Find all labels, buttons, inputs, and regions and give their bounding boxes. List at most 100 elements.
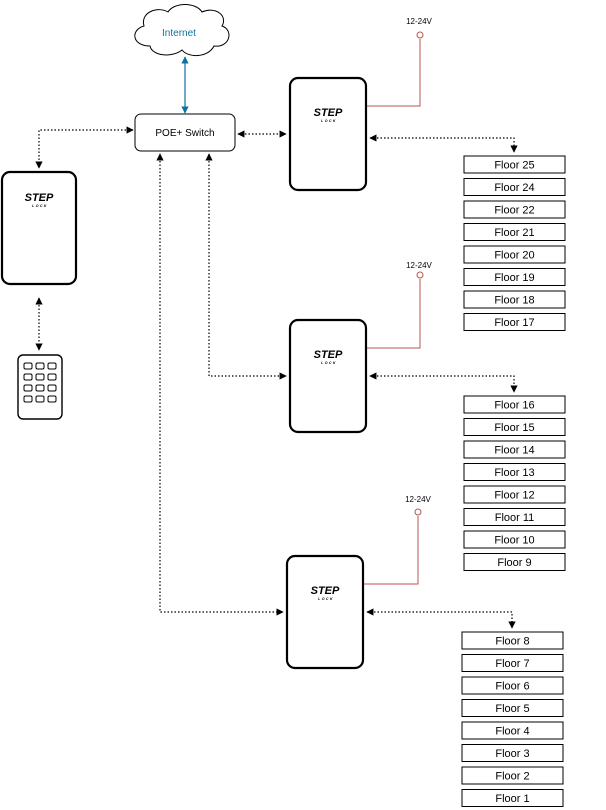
floor-label: Floor 22 [494,205,534,217]
floor-relay: Floor 18 [463,290,566,309]
floor-relay: Floor 22 [463,200,566,219]
power-terminal-icon [416,271,424,279]
voltage-label: 12-24V [406,261,432,270]
floor-box [461,766,564,785]
floor-box [461,654,564,672]
floor-box [463,155,566,174]
floor-box [463,418,566,436]
floor-relay: Floor 21 [463,223,566,241]
floor-label: Floor 14 [494,445,534,457]
power-terminal-icon [414,508,422,516]
floor-relay: Floor 10 [463,530,566,549]
internet-cloud: Internet [134,4,230,56]
floor-relay: Floor 6 [461,676,564,695]
floor-label: Floor 11 [495,512,535,524]
poe-switch: POE+ Switch [134,113,236,152]
floor-label: Floor 6 [495,681,529,693]
cloud-icon [134,4,230,56]
floor-box [461,676,564,695]
floor-box [463,530,566,549]
floor-relay: Floor 9 [463,553,566,571]
floor-label: Floor 2 [495,771,529,783]
floor-box [461,721,564,740]
floor-relay: Floor 3 [461,744,564,762]
floor-box [463,508,566,526]
internet-label: Internet [162,28,196,39]
switch-reader-link [35,126,134,169]
floor-relay: Floor 7 [461,654,564,672]
floor-box [463,223,566,241]
controller-logo-sub: LOCK [318,597,334,601]
switch-controller-3-link [156,153,284,616]
floor-relay: Floor 11 [463,508,566,526]
floor-relay: Floor 12 [463,485,566,504]
floor-label: Floor 13 [494,467,534,479]
power-wire [366,279,421,349]
floor-box [463,553,566,571]
floor-box [461,699,564,717]
keypad-icon [17,354,63,420]
floor-label: Floor 12 [494,490,534,502]
controller-body [288,76,368,192]
floor-relay: Floor 1 [461,789,564,807]
controller-logo: STEP [314,107,343,119]
floor-box [463,440,566,459]
floor-box [463,290,566,309]
floor-box [463,313,566,331]
reader-device: STEP LOCK [0,170,78,286]
floor-relay: Floor 20 [463,245,566,264]
floor-label: Floor 1 [495,793,529,805]
floor-relay: Floor 4 [461,721,564,740]
controller-logo: STEP [314,349,343,361]
floor-box [463,268,566,286]
floor-box [463,395,566,414]
floor-label: Floor 20 [494,250,534,262]
controller-logo-sub: LOCK [321,361,337,365]
floor-label: Floor 8 [495,636,529,648]
floor-relay: Floor 5 [461,699,564,717]
floor-label: Floor 21 [494,227,534,239]
floor-box [463,485,566,504]
floor-box [463,245,566,264]
controller-body [288,318,368,434]
controller-body [285,554,365,670]
floor-box [463,178,566,196]
voltage-label: 12-24V [406,17,432,26]
floor-label: Floor 25 [494,160,534,172]
floor-label: Floor 7 [495,658,529,670]
floor-bus-link [366,608,516,629]
floor-label: Floor 17 [494,317,534,329]
floor-relay: Floor 8 [461,631,564,650]
floor-label: Floor 16 [494,400,534,412]
floor-label: Floor 18 [494,295,534,307]
floor-box [461,789,564,807]
floor-label: Floor 3 [495,748,529,760]
floor-relay: Floor 2 [461,766,564,785]
floor-label: Floor 9 [497,557,531,569]
floor-relay: Floor 25 [463,155,566,174]
floor-box [461,744,564,762]
power-terminal-icon [416,31,424,39]
reader-logo: STEP [25,192,54,204]
floor-relay: Floor 16 [463,395,566,414]
floor-label: Floor 5 [495,703,529,715]
power-wire [363,516,419,585]
floor-box [463,463,566,481]
voltage-label: 12-24V [405,495,431,504]
power-wire [366,39,421,107]
floor-label: Floor 15 [494,422,534,434]
floor-bus-link [369,134,518,153]
floor-relay: Floor 14 [463,440,566,459]
floor-relay: Floor 15 [463,418,566,436]
reader-logo-sub: LOCK [32,204,48,208]
floor-label: Floor 19 [494,272,534,284]
floor-label: Floor 4 [495,726,529,738]
controller-logo-sub: LOCK [321,119,337,123]
switch-controller-2-link [205,153,287,380]
floor-relay: Floor 17 [463,313,566,331]
floor-box [463,200,566,219]
